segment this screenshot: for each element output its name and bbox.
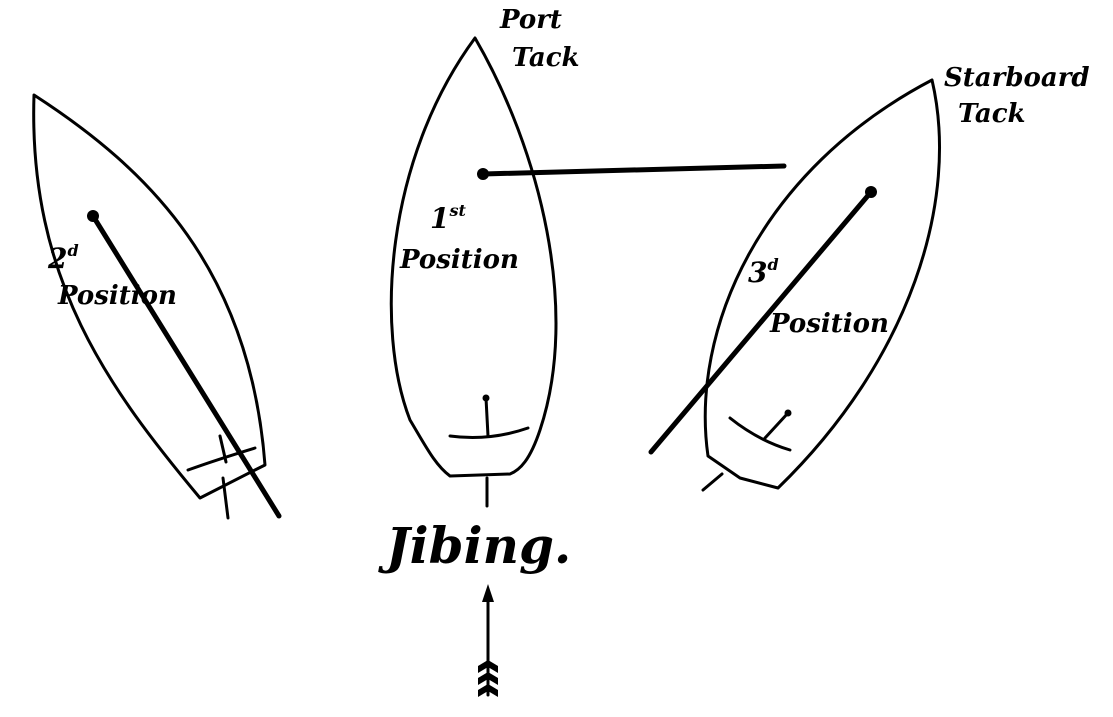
diagram-title: Jibing. [378, 516, 571, 575]
boat-third-position [648, 78, 942, 492]
tiller-center [484, 396, 490, 438]
first-position-label: 1st [430, 201, 466, 235]
port-tack-label-line1: Port [499, 5, 562, 35]
first-suffix: st [448, 201, 466, 220]
mast-right [865, 186, 877, 198]
tiller-arc-right [728, 416, 792, 452]
mast-center [477, 168, 489, 180]
boat-first-position [389, 36, 787, 508]
boom-left [90, 213, 282, 519]
boom-right [648, 189, 874, 455]
port-tack-label-line2: Tack [512, 43, 580, 73]
tiller-arc-center [448, 426, 530, 440]
second-position-word: Position [57, 281, 177, 311]
boat-second-position [32, 93, 282, 520]
second-suffix: d [67, 241, 78, 260]
second-ordinal: 2 [47, 242, 67, 275]
third-suffix: d [767, 255, 778, 274]
mast-left [87, 210, 99, 222]
wind-arrow [478, 584, 498, 697]
hull-right [703, 78, 942, 490]
tiller-knob-center [482, 394, 490, 402]
first-ordinal: 1 [430, 202, 449, 235]
tiller-arc-left [186, 446, 257, 472]
rudder-post-left [218, 434, 228, 464]
tiller-right [763, 411, 790, 440]
second-position-label: 2d [47, 241, 79, 275]
hull-left [32, 93, 267, 500]
starboard-tack-label-line1: Starboard [944, 63, 1090, 93]
wind-arrow-head [482, 584, 494, 602]
rudder-right [701, 472, 724, 492]
boom-center [480, 163, 787, 177]
wind-arrow-fletching [478, 660, 498, 697]
first-position-word: Position [399, 245, 519, 275]
rudder-left [221, 476, 230, 520]
tiller-knob-right [784, 409, 792, 417]
hull-center [389, 36, 558, 478]
starboard-tack-label-line2: Tack [958, 99, 1026, 129]
third-position-word: Position [769, 309, 889, 339]
third-position-label: 3d [748, 255, 779, 289]
third-ordinal: 3 [748, 256, 767, 289]
